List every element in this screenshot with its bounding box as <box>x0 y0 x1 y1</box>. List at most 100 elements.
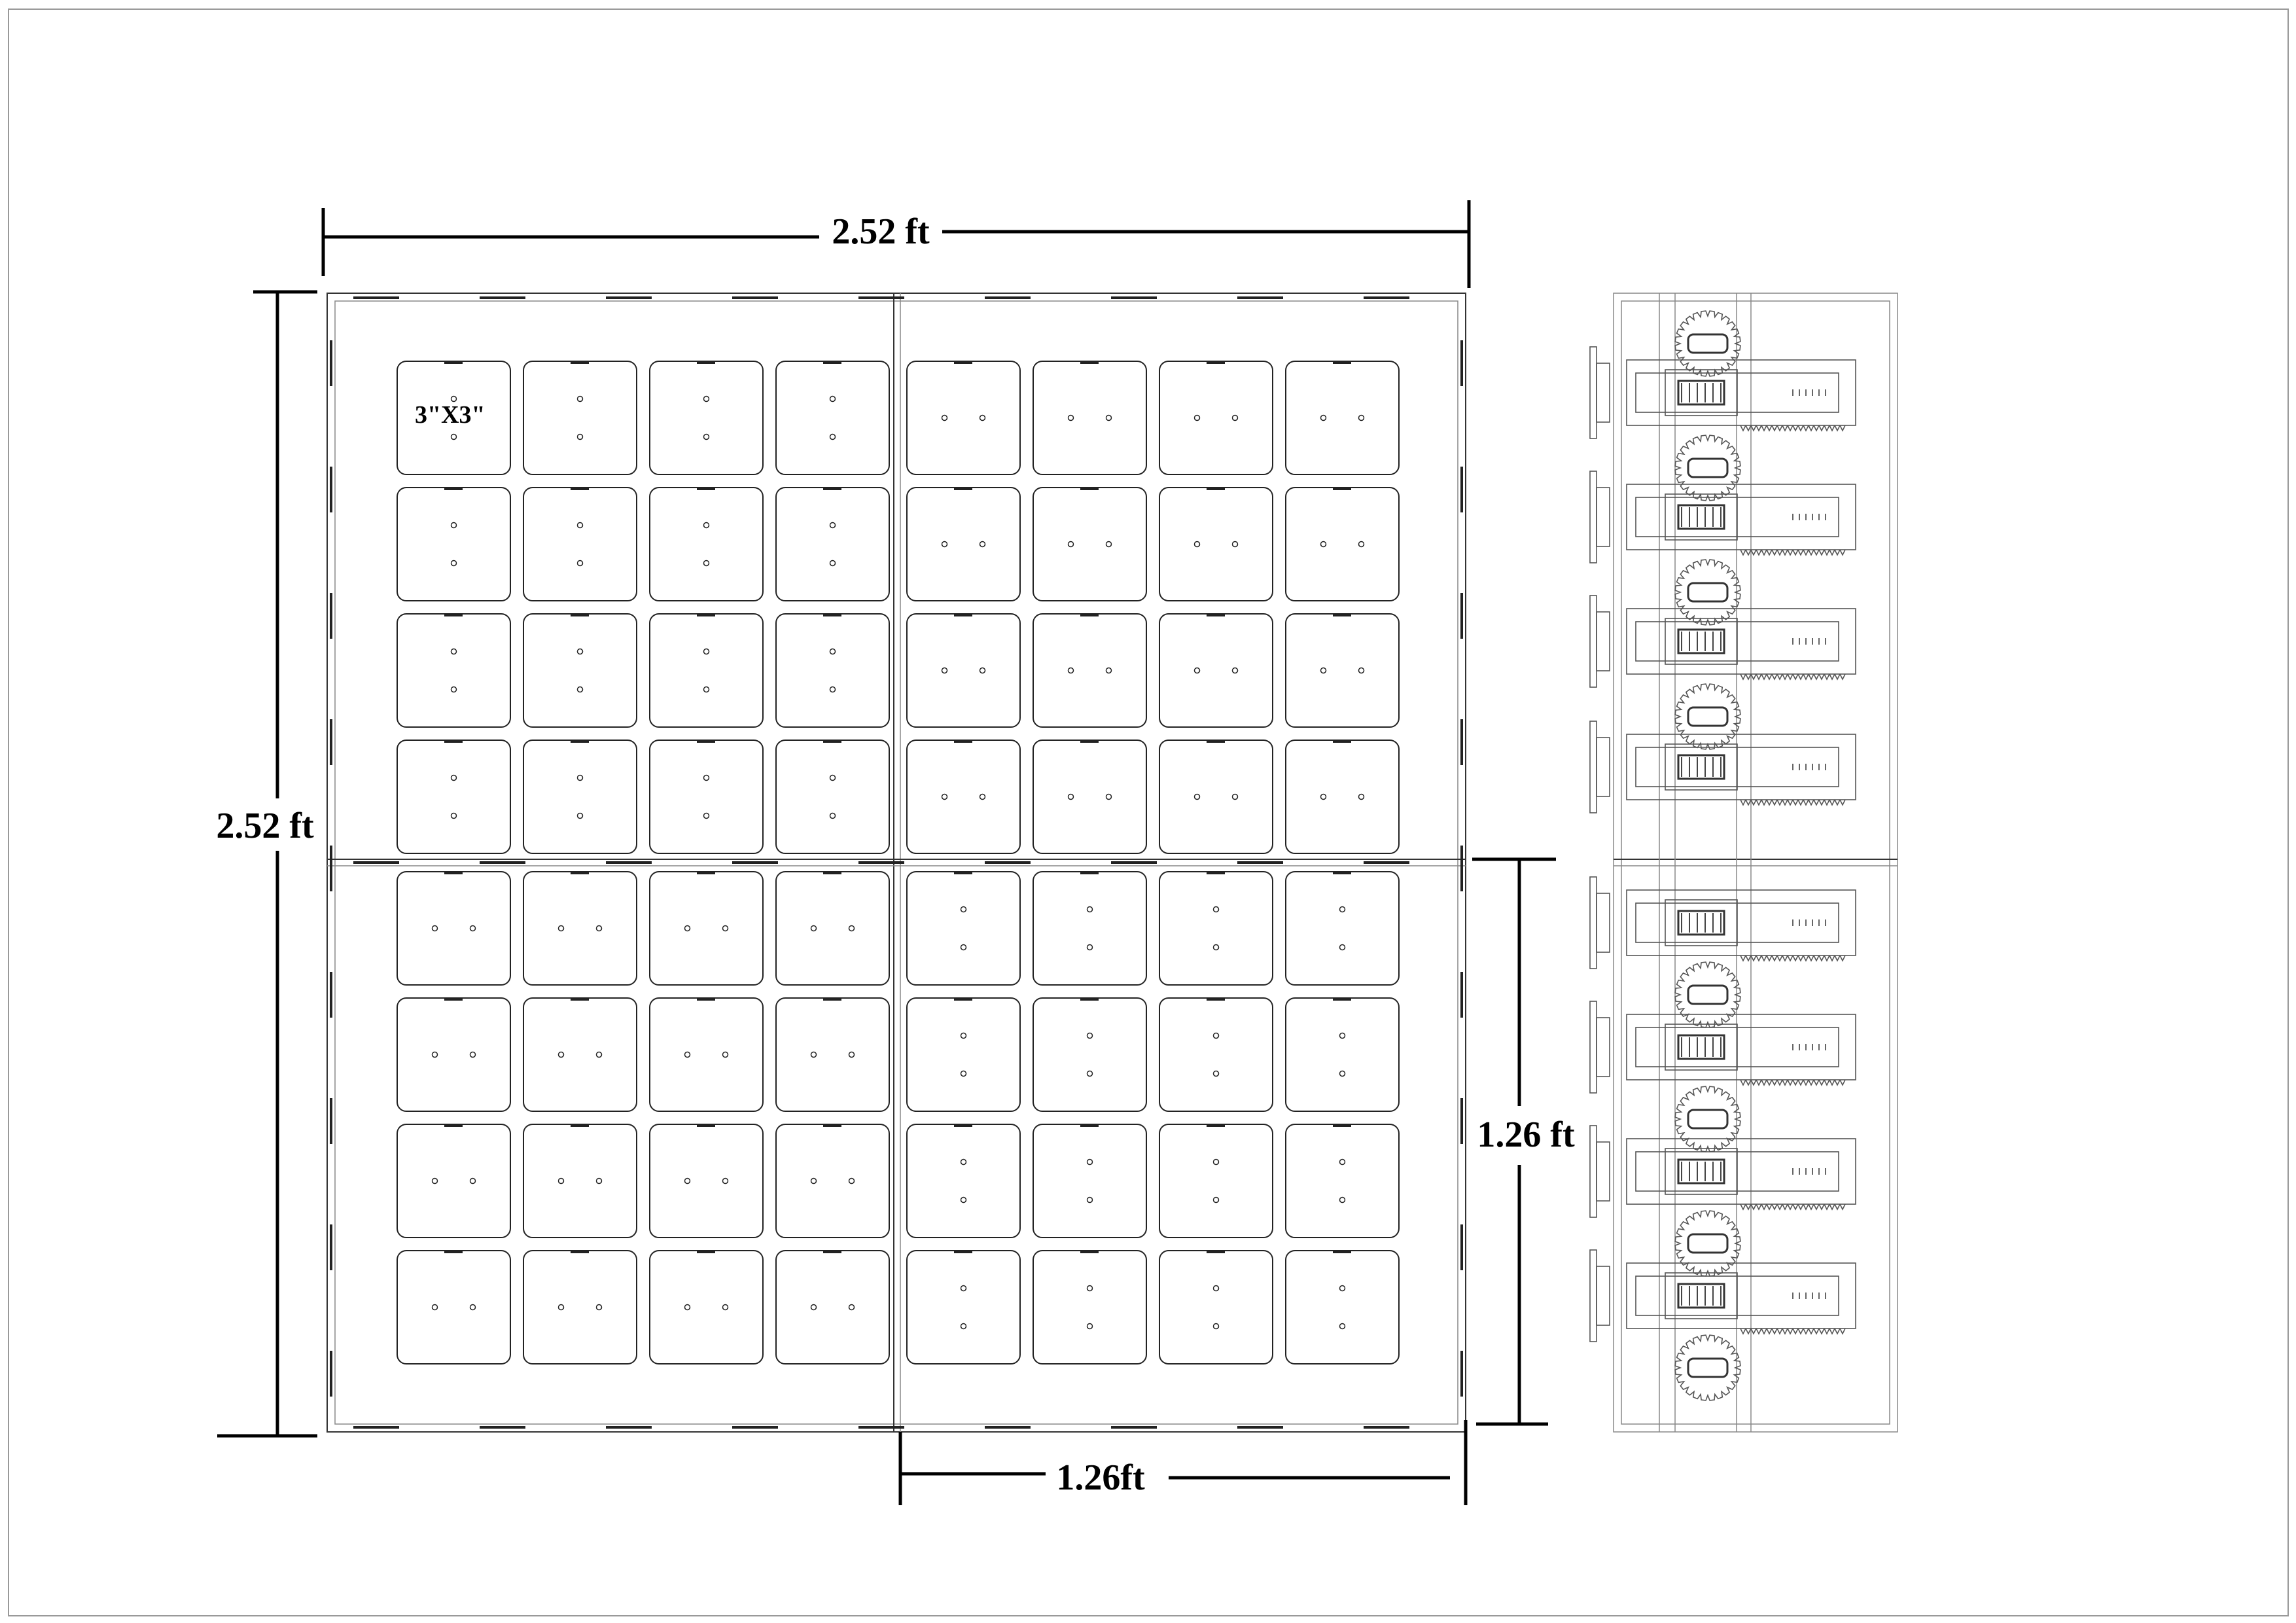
mount-hole <box>960 944 967 951</box>
mount-hole <box>960 1323 967 1330</box>
tile-outline <box>906 1250 1021 1364</box>
tile <box>397 997 511 1112</box>
mount-hole <box>431 1177 438 1185</box>
bracket-plate <box>1596 611 1610 671</box>
tile <box>397 1124 511 1238</box>
tile-outline <box>1159 1124 1273 1238</box>
mount-hole <box>722 1051 729 1058</box>
gear <box>1674 559 1741 626</box>
gear-hub <box>1687 1357 1729 1378</box>
gear <box>1674 310 1741 377</box>
rack-teeth <box>1740 1079 1846 1086</box>
mount-hole <box>810 1304 817 1311</box>
tile <box>906 1250 1021 1364</box>
bracket-plate <box>1596 1141 1610 1202</box>
servo-body <box>1665 618 1738 665</box>
tile-outline <box>906 1124 1021 1238</box>
gear-hub <box>1687 457 1729 478</box>
mount-hole <box>576 522 584 529</box>
mount-hole <box>1067 541 1074 548</box>
tile <box>1285 997 1400 1112</box>
mount-hole <box>722 1177 729 1185</box>
side-frame-outer <box>1613 293 1898 1433</box>
gear-hub <box>1687 1109 1729 1130</box>
tile <box>906 487 1021 601</box>
tile <box>775 487 890 601</box>
tile <box>775 1250 890 1364</box>
gear <box>1674 961 1741 1028</box>
mount-hole <box>829 686 836 693</box>
mount-hole <box>1212 1323 1220 1330</box>
mount-hole <box>1339 906 1346 913</box>
side-elevation <box>1589 293 1898 1433</box>
rack-housing <box>1626 1138 1856 1205</box>
mount-hole <box>450 560 457 567</box>
actuator-unit <box>1589 721 1856 813</box>
mount-hole <box>1339 1070 1346 1077</box>
tile-outline <box>906 487 1021 601</box>
gear-hub <box>1687 1233 1729 1254</box>
gear-hub <box>1687 582 1729 603</box>
tile <box>775 1124 890 1238</box>
tile-outline <box>397 997 511 1112</box>
tile-outline <box>1285 740 1400 854</box>
mount-hole <box>684 925 691 932</box>
tile <box>1285 613 1400 728</box>
mount-hole <box>1231 414 1239 421</box>
tile-outline <box>775 487 890 601</box>
mount-hole <box>810 925 817 932</box>
tile-outline <box>523 487 637 601</box>
overall-height-label: 2.52 ft <box>216 806 314 846</box>
tile <box>397 613 511 728</box>
tile-outline <box>1159 361 1273 475</box>
servo-core <box>1677 380 1725 406</box>
overall-height-dimension: 2.52 ft <box>216 290 317 1438</box>
rack-housing <box>1626 484 1856 550</box>
tile-outline <box>649 1124 764 1238</box>
actuator-unit <box>1589 1249 1856 1342</box>
mount-hole <box>1193 541 1201 548</box>
tile-outline <box>397 871 511 986</box>
tile <box>1159 997 1273 1112</box>
tile-outline <box>775 740 890 854</box>
rack-teeth <box>1740 673 1846 681</box>
bracket <box>1589 1001 1597 1094</box>
tile-outline <box>1285 871 1400 986</box>
servo-body <box>1665 1148 1738 1195</box>
tile-outline <box>1033 361 1147 475</box>
mount-hole <box>1086 1323 1093 1330</box>
tile-outline <box>1159 997 1273 1112</box>
rack-housing <box>1626 734 1856 800</box>
tile <box>649 1124 764 1238</box>
rack-housing <box>1626 889 1856 956</box>
tile <box>1033 487 1147 601</box>
tile <box>906 997 1021 1112</box>
tile <box>1159 740 1273 854</box>
rack-housing <box>1626 359 1856 426</box>
mount-hole <box>829 433 836 440</box>
rack-teeth <box>1740 425 1846 432</box>
mount-hole <box>703 522 710 529</box>
mount-hole <box>1212 1158 1220 1166</box>
tile <box>523 613 637 728</box>
mount-hole <box>979 667 986 674</box>
mount-hole <box>1212 1032 1220 1039</box>
mount-hole <box>829 395 836 402</box>
rack-housing <box>1626 1014 1856 1080</box>
tile <box>1033 997 1147 1112</box>
tile-outline <box>649 1250 764 1364</box>
mount-hole <box>557 1177 565 1185</box>
servo-body <box>1665 743 1738 791</box>
tile-outline <box>1285 487 1400 601</box>
mount-hole <box>450 395 457 402</box>
tile <box>649 487 764 601</box>
gear-teeth <box>1674 310 1741 377</box>
tile <box>906 1124 1021 1238</box>
rack-teeth <box>1740 1204 1846 1211</box>
bracket <box>1589 721 1597 813</box>
mount-hole <box>1358 667 1365 674</box>
bracket <box>1589 1125 1597 1218</box>
mount-hole <box>1231 541 1239 548</box>
mount-hole <box>576 774 584 781</box>
tile <box>775 871 890 986</box>
